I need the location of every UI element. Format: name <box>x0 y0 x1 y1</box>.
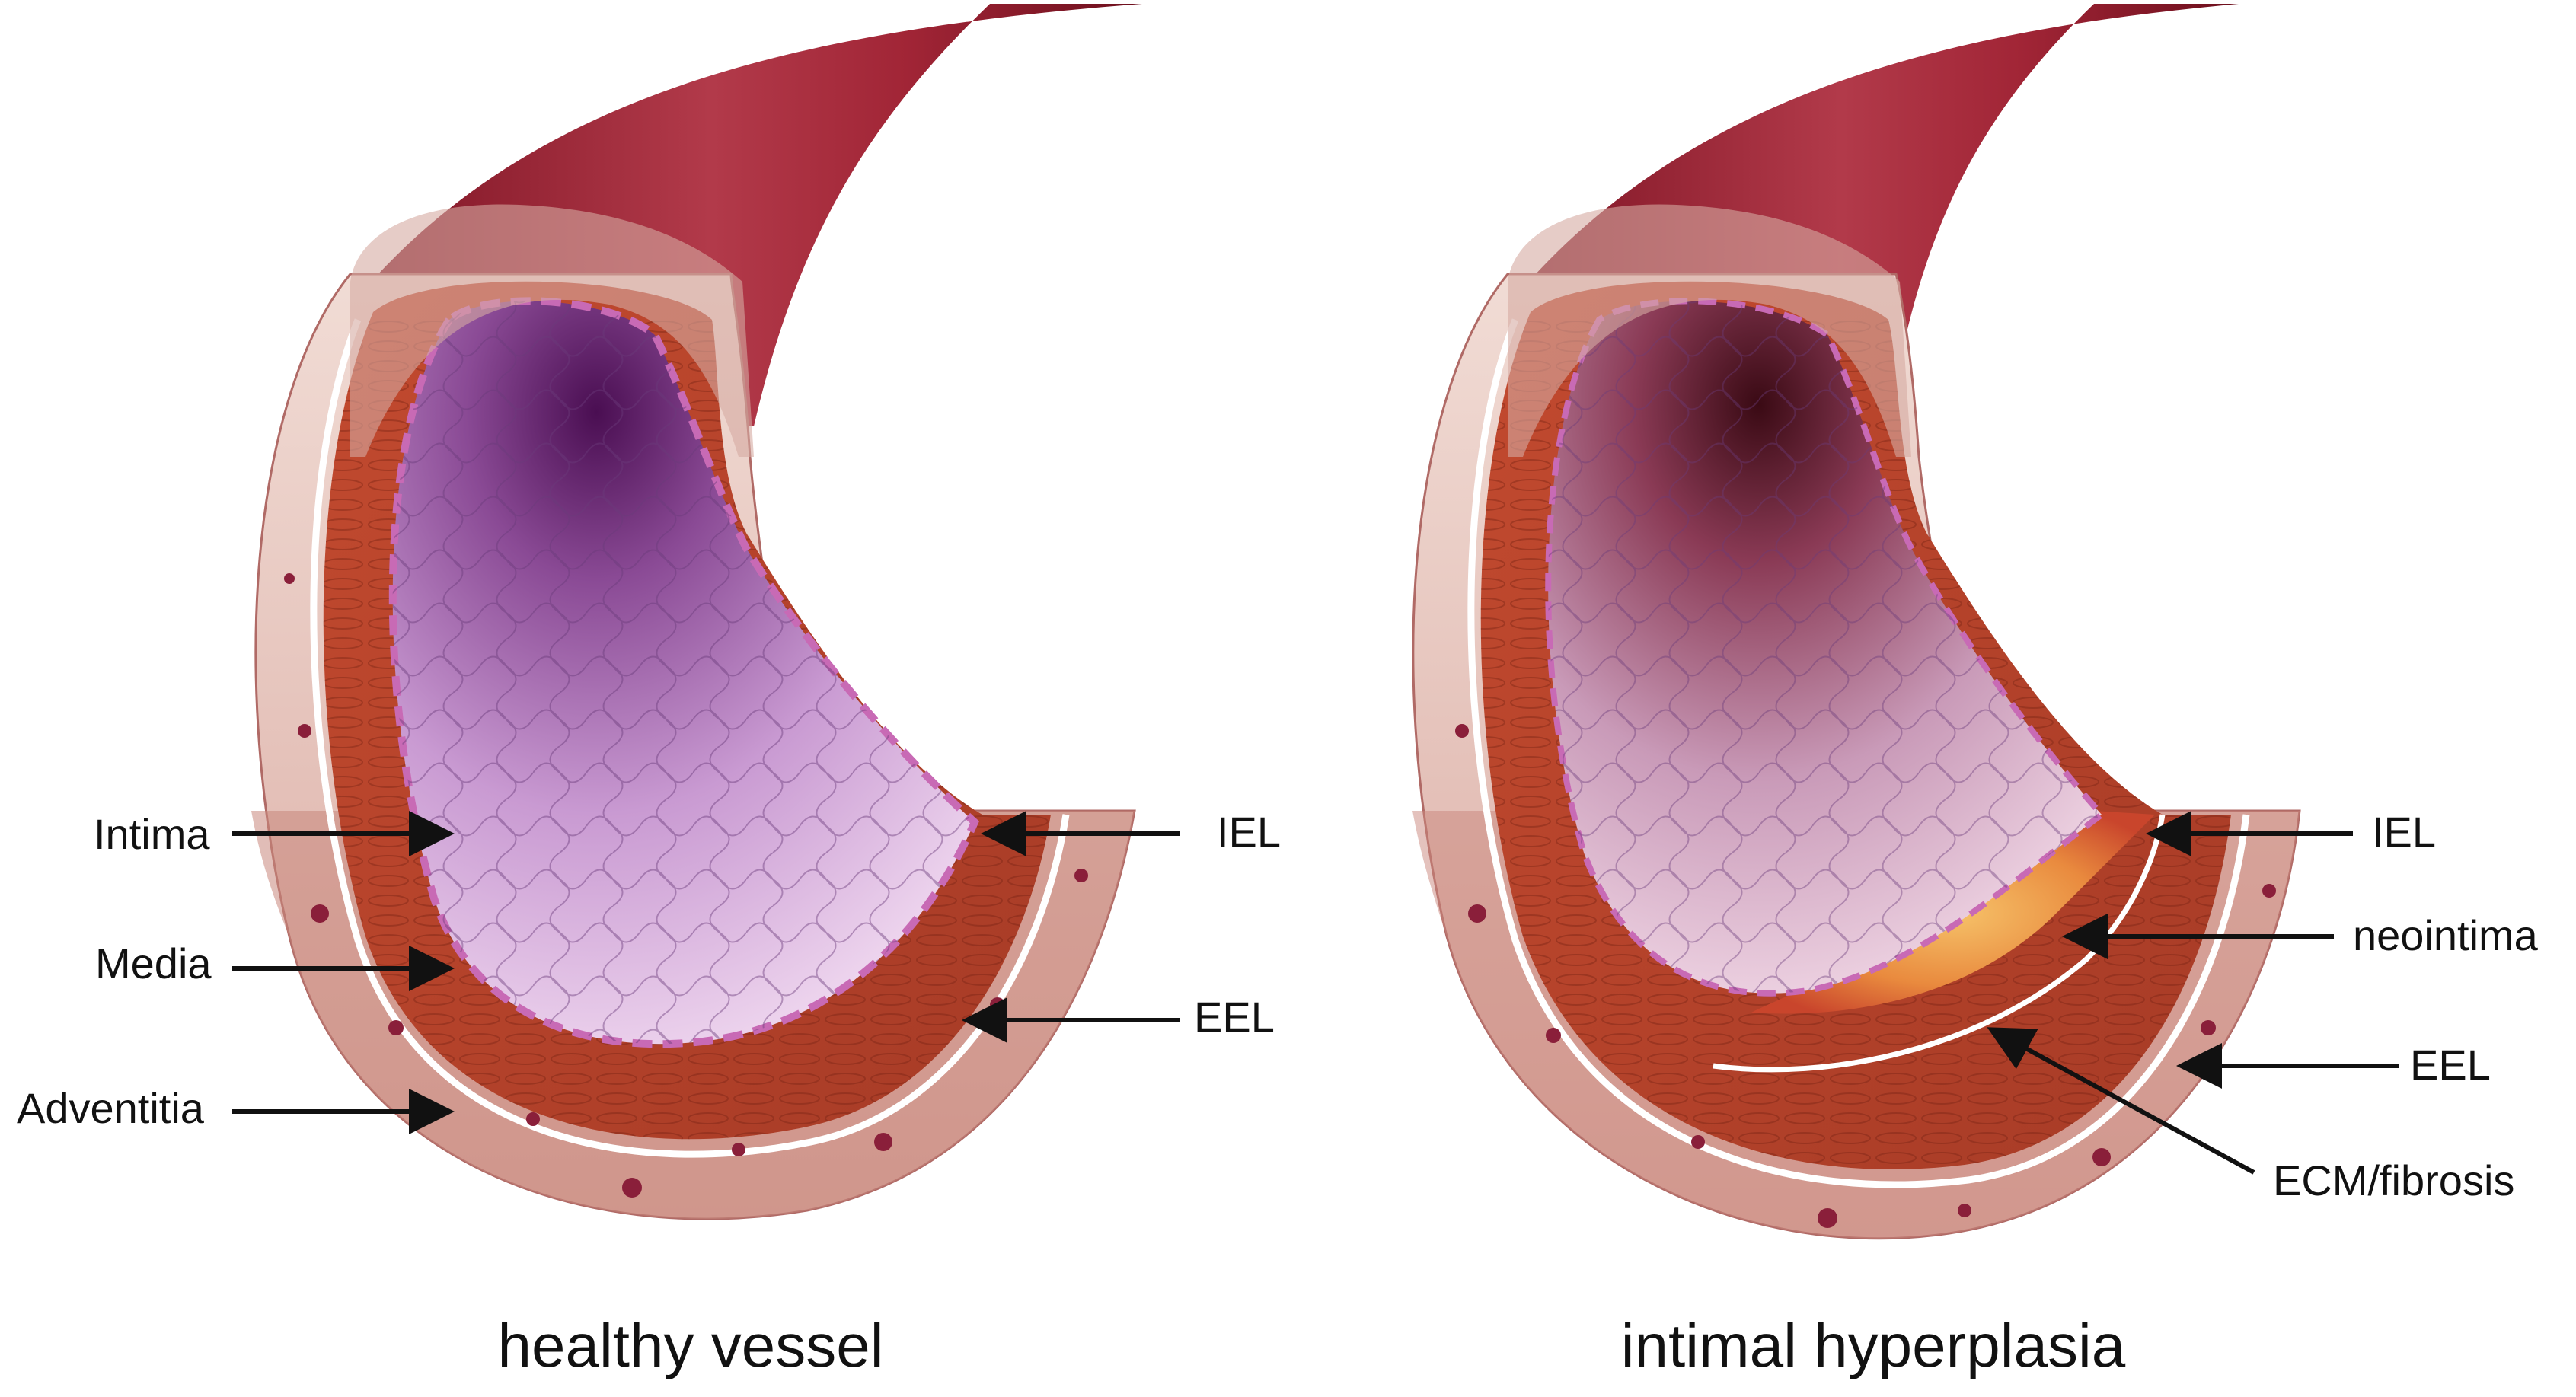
arrow-ecm <box>1987 1027 2255 1175</box>
hyperplasia-vessel-illustration <box>1412 4 2301 1240</box>
label-neointima: neointima <box>2353 911 2539 959</box>
eel-line-right <box>1467 318 2250 1188</box>
healthy-vessel-illustration <box>251 4 1142 1220</box>
label-iel-right: IEL <box>2372 808 2436 856</box>
label-adventitia: Adventitia <box>17 1084 205 1132</box>
left-labels: Intima Media Adventitia IEL EEL healthy … <box>17 808 1281 1379</box>
label-media: Media <box>95 939 212 987</box>
vessel-top-ring <box>350 204 754 457</box>
right-labels: IEL neointima EEL ECM/fibrosis intimal h… <box>1621 808 2539 1379</box>
label-intima: Intima <box>94 810 210 858</box>
right-callout-arrows <box>1987 811 2399 1175</box>
label-iel-left: IEL <box>1217 808 1281 856</box>
label-ecm-fibrosis: ECM/fibrosis <box>2273 1156 2514 1204</box>
label-eel-left: EEL <box>1194 993 1275 1041</box>
label-eel-right: EEL <box>2410 1041 2491 1089</box>
caption-intimal-hyperplasia: intimal hyperplasia <box>1621 1312 2126 1379</box>
vessel-top-ring-right <box>1508 204 1911 457</box>
caption-healthy-vessel: healthy vessel <box>498 1312 884 1379</box>
left-callout-arrows <box>232 811 1180 1134</box>
